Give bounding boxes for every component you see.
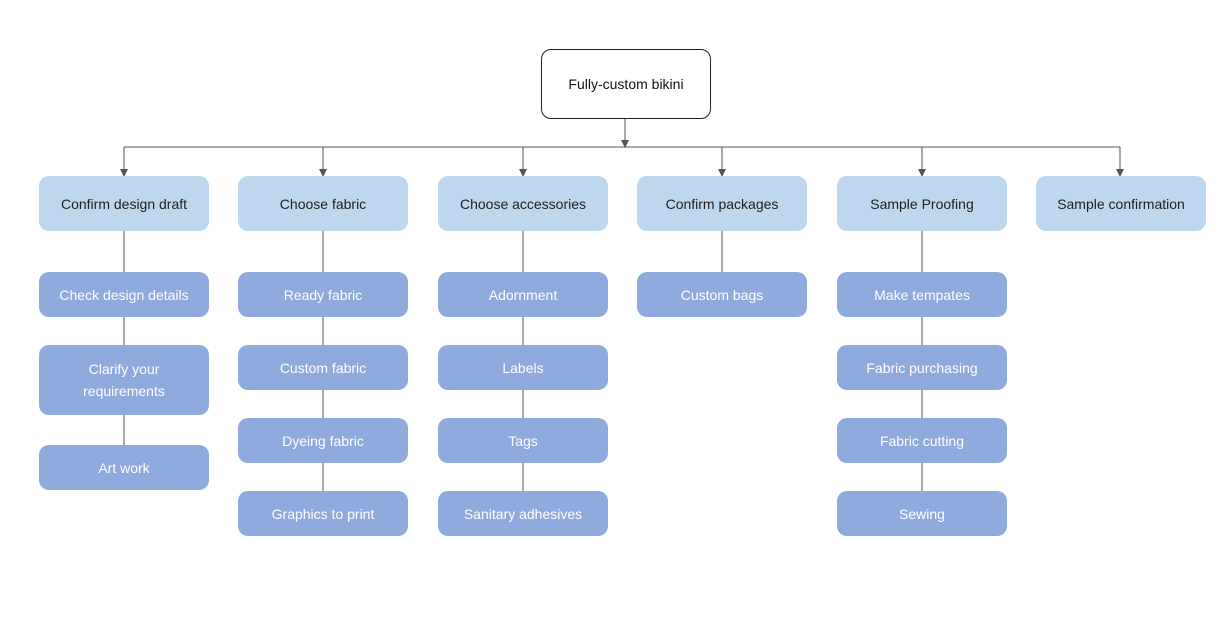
category-label: Confirm design draft	[60, 195, 188, 212]
subtask-node-labels: Labels	[438, 345, 608, 390]
category-node-sample-confirmation: Sample confirmation	[1036, 176, 1206, 231]
subtask-label: Labels	[502, 359, 544, 376]
subtask-label: Graphics to print	[271, 505, 375, 522]
subtask-label: Custom bags	[680, 286, 764, 303]
category-node-confirm-packages: Confirm packages	[637, 176, 807, 231]
subtask-label: Ready fabric	[283, 286, 363, 303]
category-node-choose-accessories: Choose accessories	[438, 176, 608, 231]
subtask-label: Sewing	[899, 505, 945, 522]
subtask-node-sanitary-adhesives: Sanitary adhesives	[438, 491, 608, 536]
subtask-node-sewing: Sewing	[837, 491, 1007, 536]
subtask-label: Make tempates	[874, 286, 970, 303]
subtask-label: Clarify your requirements	[83, 361, 165, 399]
subtask-node-fabric-purchasing: Fabric purchasing	[837, 345, 1007, 390]
subtask-label: Fabric cutting	[879, 432, 965, 449]
subtask-label: Adornment	[488, 286, 558, 303]
root-label: Fully-custom bikini	[568, 76, 684, 92]
category-node-choose-fabric: Choose fabric	[238, 176, 408, 231]
category-label: Choose accessories	[459, 195, 587, 212]
subtask-node-make-tempates: Make tempates	[837, 272, 1007, 317]
subtask-node-custom-bags: Custom bags	[637, 272, 807, 317]
root-node: Fully-custom bikini	[541, 49, 711, 119]
category-node-confirm-design-draft: Confirm design draft	[39, 176, 209, 231]
category-label: Sample Proofing	[870, 195, 974, 212]
subtask-label: Fabric purchasing	[866, 359, 978, 376]
category-label: Choose fabric	[279, 195, 367, 212]
subtask-node-art-work: Art work	[39, 445, 209, 490]
category-label: Confirm packages	[665, 195, 779, 212]
category-node-sample-proofing: Sample Proofing	[837, 176, 1007, 231]
subtask-node-tags: Tags	[438, 418, 608, 463]
subtask-label: Tags	[508, 432, 538, 449]
subtask-node-fabric-cutting: Fabric cutting	[837, 418, 1007, 463]
category-label: Sample confirmation	[1057, 195, 1185, 212]
subtask-label: Art work	[98, 459, 150, 476]
subtask-node-custom-fabric: Custom fabric	[238, 345, 408, 390]
subtask-node-check-design-details: Check design details	[39, 272, 209, 317]
subtask-node-dyeing-fabric: Dyeing fabric	[238, 418, 408, 463]
subtask-node-graphics-to-print: Graphics to print	[238, 491, 408, 536]
subtask-node-ready-fabric: Ready fabric	[238, 272, 408, 317]
subtask-node-adornment: Adornment	[438, 272, 608, 317]
subtask-label: Check design details	[59, 286, 189, 303]
subtask-label: Custom fabric	[279, 359, 367, 376]
subtask-node-clarify-requirements: Clarify your requirements	[39, 345, 209, 415]
subtask-label: Dyeing fabric	[282, 432, 364, 449]
subtask-label: Sanitary adhesives	[463, 505, 583, 522]
